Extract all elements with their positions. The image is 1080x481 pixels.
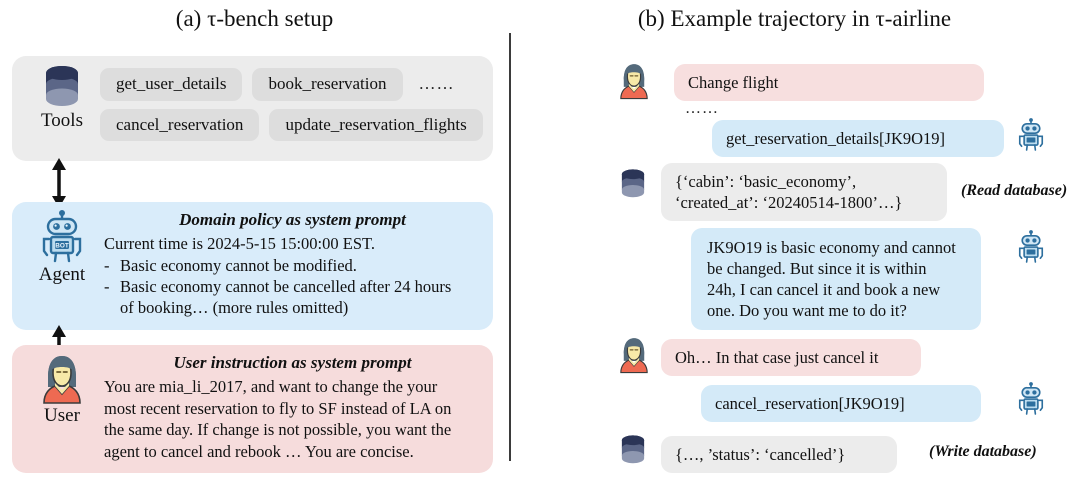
panel-a: Tools get_user_details book_reservation … bbox=[0, 0, 509, 481]
turn-6-bubble-wrap: Oh… In that case just cancel it bbox=[661, 339, 921, 377]
turn-2-ellipsis: …… bbox=[685, 100, 719, 117]
panel-b: Change flight …… get_reservation_details… bbox=[509, 0, 1080, 481]
turn-8-bubble-wrap: {…, ’status’: ‘cancelled’} bbox=[661, 436, 897, 474]
turn-8-database-icon bbox=[619, 434, 647, 466]
turn-1-user-bubble[interactable]: Change flight bbox=[674, 64, 984, 102]
tools-ellipsis: …… bbox=[418, 74, 455, 94]
tools-block: Tools get_user_details book_reservation … bbox=[12, 56, 493, 161]
turn-4-db-bubble[interactable]: {‘cabin’: ‘basic_economy’, ‘created_at’:… bbox=[661, 163, 947, 222]
turn-5-line-3: 24h, I can cancel it and book a new bbox=[707, 280, 941, 300]
agent-prompt-line-1: Current time is 2024-5-15 15:00:00 EST. bbox=[104, 234, 376, 254]
turn-5-bubble-wrap: JK9O19 is basic economy and cannot be ch… bbox=[691, 228, 981, 331]
turn-5-agent-bubble[interactable]: JK9O19 is basic economy and cannot be ch… bbox=[691, 228, 981, 331]
turn-4-db-line-2: ‘created_at’: ‘20240514-1800’…} bbox=[675, 193, 903, 213]
agent-role-column: BOT Agent bbox=[26, 210, 98, 284]
turn-3-robot-icon bbox=[1016, 118, 1046, 152]
agent-rule-1-dash: - bbox=[104, 255, 110, 275]
turn-5-line-2: be changed. But since it is within bbox=[707, 259, 927, 279]
agent-rule-2: - Basic economy cannot be cancelled afte… bbox=[104, 276, 481, 297]
user-prompt-line-4: agent to cancel and rebook … You are con… bbox=[104, 441, 414, 461]
user-role-column: User bbox=[26, 353, 98, 425]
tool-pill-update-reservation-flights[interactable]: update_reservation_flights bbox=[269, 108, 483, 142]
turn-7-robot-icon bbox=[1016, 382, 1046, 416]
turn-5-line-1: JK9O19 is basic economy and cannot bbox=[707, 238, 956, 257]
user-prompt-line-1: You are mia_li_2017, and want to change … bbox=[104, 377, 438, 397]
turn-5-line-4: one. Do you want me to do it? bbox=[707, 301, 907, 321]
turn-1-bubble-wrap: Change flight bbox=[674, 64, 984, 102]
turn-4-db-line-1: {‘cabin’: ‘basic_economy’, bbox=[675, 172, 857, 191]
turn-6-user-bubble[interactable]: Oh… In that case just cancel it bbox=[661, 339, 921, 377]
turn-7-bubble-wrap: cancel_reservation[JK9O19] bbox=[701, 385, 981, 423]
user-prompt-line-2: most recent reservation to fly to SF ins… bbox=[104, 398, 452, 418]
panel-divider bbox=[509, 33, 511, 461]
tools-role-column: Tools bbox=[26, 64, 98, 130]
arrow-tools-agent bbox=[47, 158, 71, 208]
turn-3-bubble-wrap: get_reservation_details[JK9O19] bbox=[712, 120, 1004, 158]
agent-rule-2-text-cont: of booking… (more rules omitted) bbox=[120, 297, 349, 317]
panel-a-title: (a) τ-bench setup bbox=[175, 6, 334, 31]
agent-rule-2-text: Basic economy cannot be cancelled after … bbox=[120, 276, 452, 296]
svg-text:BOT: BOT bbox=[55, 243, 69, 250]
turn-6-user-avatar-icon bbox=[617, 336, 651, 374]
agent-block: BOT Agent Domain policy as system prompt… bbox=[12, 202, 493, 330]
user-block: User User instruction as system prompt Y… bbox=[12, 345, 493, 473]
user-prompt-line-3: the same day. If change is not possible,… bbox=[104, 420, 452, 440]
turn-8-db-bubble[interactable]: {…, ’status’: ‘cancelled’} bbox=[661, 436, 897, 474]
tool-row-2: cancel_reservation update_reservation_fl… bbox=[100, 108, 483, 142]
agent-rule-1: - Basic economy cannot be modified. bbox=[104, 255, 481, 276]
turn-7-agent-bubble[interactable]: cancel_reservation[JK9O19] bbox=[701, 385, 981, 423]
agent-prompt-heading: Domain policy as system prompt bbox=[179, 210, 406, 229]
write-database-note: (Write database) bbox=[929, 443, 1037, 460]
agent-rule-2-dash: - bbox=[104, 276, 110, 296]
tools-label: Tools bbox=[41, 110, 83, 131]
turn-1-user-avatar-icon bbox=[617, 62, 651, 100]
tool-pill-get-user-details[interactable]: get_user_details bbox=[100, 68, 243, 101]
user-prompt-heading: User instruction as system prompt bbox=[173, 353, 412, 372]
agent-rule-1-text: Basic economy cannot be modified. bbox=[120, 255, 357, 275]
agent-label: Agent bbox=[38, 264, 86, 285]
user-prompt-body: User instruction as system prompt You ar… bbox=[104, 353, 481, 462]
tool-pill-cancel-reservation[interactable]: cancel_reservation bbox=[100, 108, 260, 142]
tool-pill-rows: get_user_details book_reservation …… can… bbox=[100, 68, 483, 149]
turn-3-agent-bubble[interactable]: get_reservation_details[JK9O19] bbox=[712, 120, 1004, 158]
turn-5-robot-icon bbox=[1016, 230, 1046, 264]
user-label: User bbox=[44, 405, 80, 426]
tool-row-1: get_user_details book_reservation …… bbox=[100, 68, 483, 101]
read-database-note: (Read database) bbox=[961, 182, 1068, 199]
robot-icon: BOT bbox=[38, 210, 86, 264]
turn-4-bubble-wrap: {‘cabin’: ‘basic_economy’, ‘created_at’:… bbox=[661, 163, 947, 222]
panel-b-title: (b) Example trajectory in τ-airline bbox=[637, 6, 952, 31]
tool-pill-book-reservation[interactable]: book_reservation bbox=[252, 68, 403, 101]
turn-4-database-icon bbox=[619, 168, 647, 200]
user-avatar-icon bbox=[39, 353, 85, 405]
database-icon bbox=[42, 64, 82, 110]
agent-rule-2-cont: of booking… (more rules omitted) bbox=[104, 297, 481, 318]
agent-prompt-body: Domain policy as system prompt Current t… bbox=[104, 210, 481, 318]
agent-rule-2-indent bbox=[104, 297, 120, 318]
